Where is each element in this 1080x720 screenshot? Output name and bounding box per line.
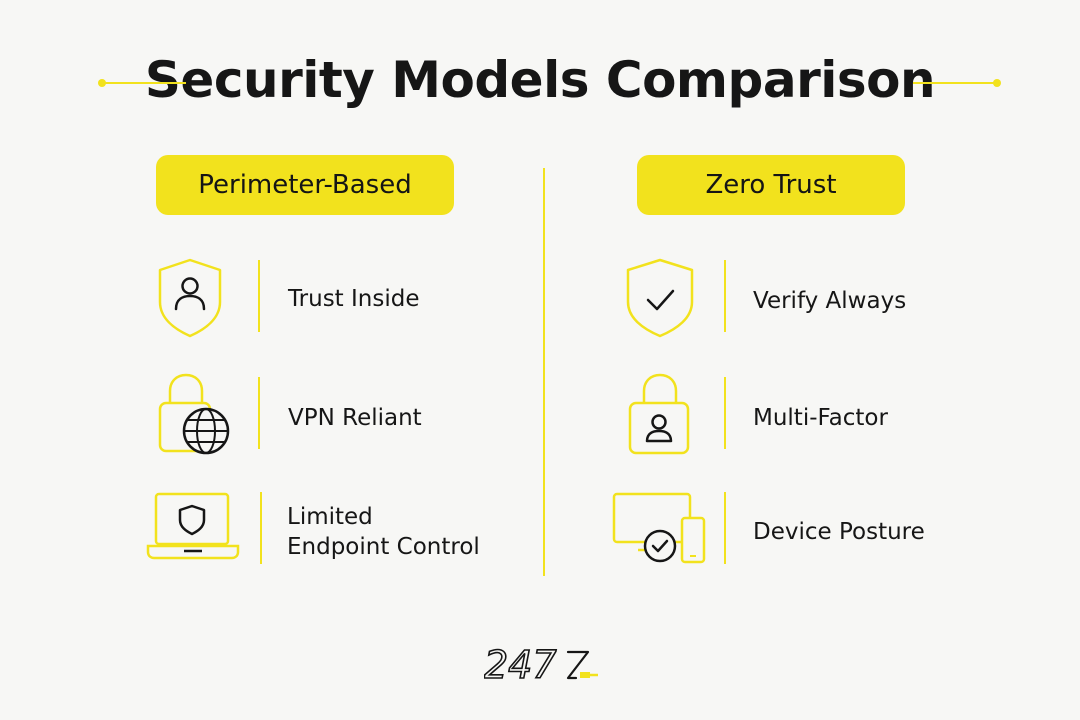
title-decoration-left (98, 79, 186, 87)
item-label: Trust Inside (288, 286, 420, 312)
zero-trust-heading: Zero Trust (637, 155, 905, 215)
devices-check-icon (612, 490, 708, 570)
title-decoration-right (913, 79, 1001, 87)
item-label: Device Posture (753, 519, 925, 545)
lock-globe-icon (150, 373, 246, 455)
svg-text:247: 247 (484, 644, 557, 686)
list-item-multi-factor: Multi-Factor (620, 373, 950, 455)
lock-user-icon (620, 373, 716, 455)
list-item-limited-endpoint-control: Limited Endpoint Control (146, 490, 486, 570)
perimeter-based-heading: Perimeter-Based (156, 155, 454, 215)
item-label-multiline: Limited Endpoint Control (287, 504, 480, 560)
shield-check-icon (620, 258, 716, 338)
item-label: Verify Always (753, 288, 907, 314)
page-title: Security Models Comparison (144, 51, 936, 109)
list-item-trust-inside: Trust Inside (150, 258, 480, 338)
list-item-vpn-reliant: VPN Reliant (150, 373, 480, 455)
brand-logo-icon: 247 (483, 642, 604, 688)
column-divider (543, 168, 545, 576)
item-label: VPN Reliant (288, 405, 422, 431)
list-item-verify-always: Verify Always (620, 258, 950, 338)
item-label: Multi-Factor (753, 405, 888, 431)
shield-user-icon (150, 258, 246, 338)
laptop-shield-icon (146, 490, 242, 570)
list-item-device-posture: Device Posture (612, 490, 942, 570)
